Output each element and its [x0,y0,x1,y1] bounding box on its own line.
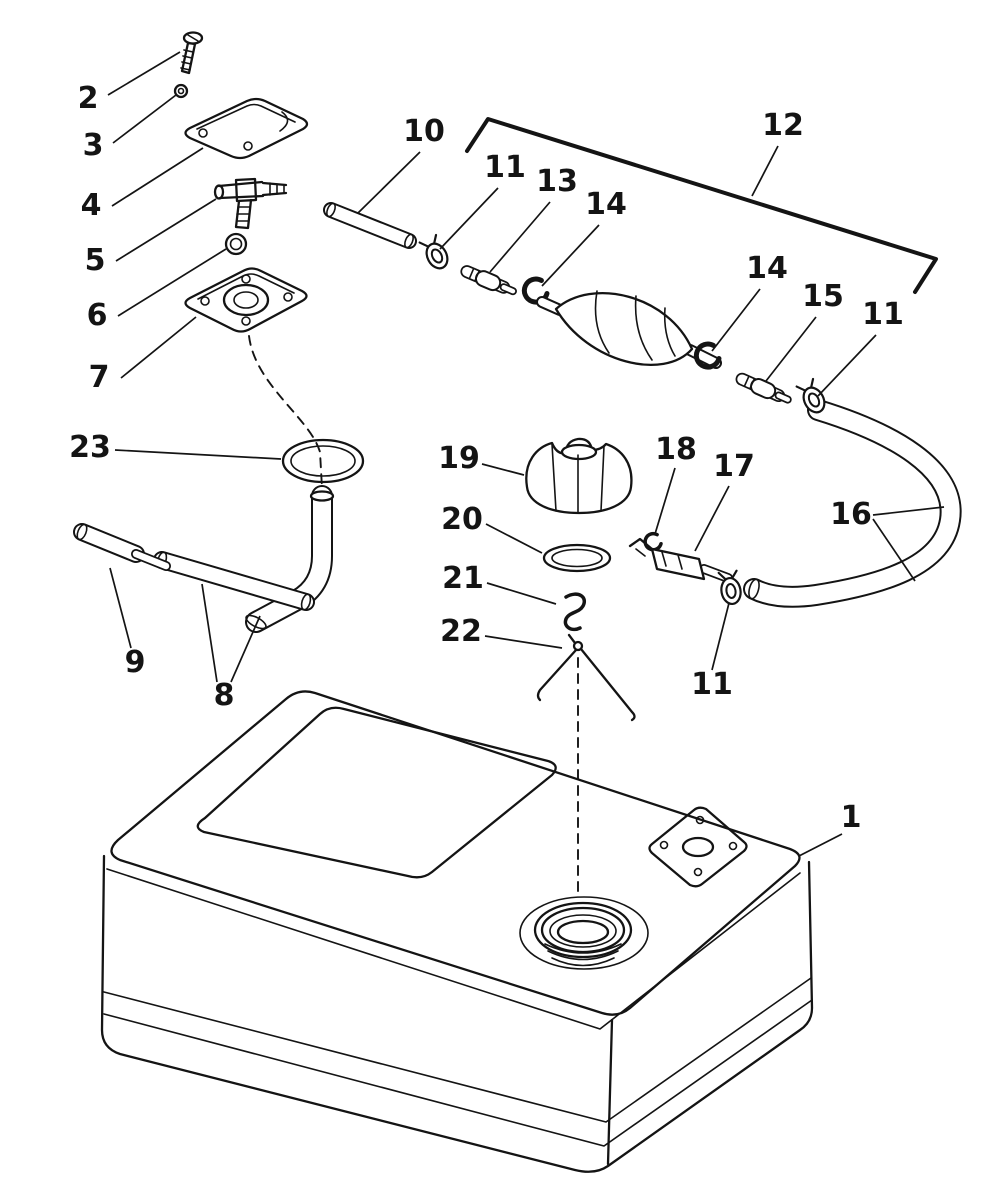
leader-line-part-16 [872,506,945,516]
leader-line-part-15 [765,316,817,382]
part-fuel-cap-19 [525,437,633,515]
callout-part-11c: 11 [691,667,733,702]
leader-line-part-1 [798,833,843,857]
callout-part-20: 20 [441,502,483,537]
leader-line-part-7 [120,316,197,379]
part-primer-bulb [536,290,722,369]
callout-part-4: 4 [81,188,102,223]
callout-part-17: 17 [713,449,755,484]
callout-part-13: 13 [536,164,578,199]
leader-line-part-23 [114,449,282,460]
part-oring-20 [542,543,612,573]
leader-line-part-22 [484,635,563,649]
callout-part-14b: 14 [746,251,788,286]
callout-part-16: 16 [830,497,872,532]
part-s-hook-21 [563,592,586,632]
tank-top-face [110,690,801,1016]
part-screw-2 [180,31,204,75]
leader-line-part-2 [107,51,181,96]
tank-recessed-panel [196,706,557,879]
leader-line-part-4 [111,147,204,207]
callout-part-15: 15 [802,279,844,314]
leader-line-part-20 [485,523,543,554]
callout-part-21: 21 [442,561,484,596]
leader-line-part-3 [112,94,177,144]
callout-part-7: 7 [89,360,110,395]
leader-line-part-14a [541,224,600,287]
leader-line-part-10 [357,151,421,214]
tank-cap-plate [648,806,748,888]
callout-part-8: 8 [214,678,235,713]
tank-top-lip-line [106,868,801,1030]
leader-line-part-14b [711,288,761,352]
tank-seam-line-lower [103,999,813,1147]
leader-line-part-11c [711,602,730,671]
part-short-tube-9 [73,523,171,571]
callout-part-22: 22 [440,614,482,649]
part-connector-plate-7 [184,267,308,333]
part-fuel-tank [100,690,814,1173]
part-hose-clamp-11a [418,232,453,274]
callout-part-9: 9 [125,645,146,680]
bracket-line-12 [465,117,938,294]
callout-part-2: 2 [78,81,99,116]
leader-line-part-16-1 [872,518,916,582]
tank-seam-line-upper [103,977,812,1123]
leader-line-part-6 [117,248,227,317]
guide-dashed-plate-to-tube [248,335,323,489]
leader-line-part-8-1 [230,615,261,683]
callout-part-12: 12 [762,108,804,143]
callout-part-14a: 14 [585,187,627,222]
leader-line-part-8 [201,583,218,683]
leader-line-part-11b [817,334,877,397]
callout-part-18: 18 [655,432,697,467]
callout-part-11a: 11 [484,150,526,185]
part-oring-6 [224,232,248,256]
leader-line-part-13 [489,201,551,273]
leader-line-part-21 [486,582,557,605]
leader-line-part-12 [751,145,779,197]
part-oring-23 [281,438,365,484]
part-fuel-hose-16 [743,399,962,608]
callout-part-23: 23 [69,430,111,465]
part-washer-3 [173,83,189,99]
callout-part-11b: 11 [862,297,904,332]
part-hose-fitting-15 [740,375,789,404]
leader-line-part-9 [109,567,132,649]
callout-part-5: 5 [85,243,106,278]
callout-part-1: 1 [841,800,862,835]
leader-line-part-18 [654,467,676,535]
leader-line-part-5 [115,198,217,262]
leader-line-part-11a [439,187,499,250]
part-cover-plate-4 [184,97,309,160]
part-fuel-tube-10 [323,202,417,249]
tank-lower-outline [100,854,814,1173]
callout-part-3: 3 [83,128,104,163]
callout-part-19: 19 [438,441,480,476]
part-elbow-tube-8 [245,485,335,633]
part-retainer-wire-22 [536,633,636,722]
tank-filler-neck [519,896,649,970]
part-straight-tube-8 [153,551,315,611]
part-tee-fitting-5 [213,177,288,230]
callout-part-10: 10 [403,114,445,149]
callout-part-6: 6 [87,298,108,333]
leader-line-part-19 [481,463,525,476]
leader-line-part-17 [694,485,730,552]
tank-front-corner-edge [606,1018,614,1166]
